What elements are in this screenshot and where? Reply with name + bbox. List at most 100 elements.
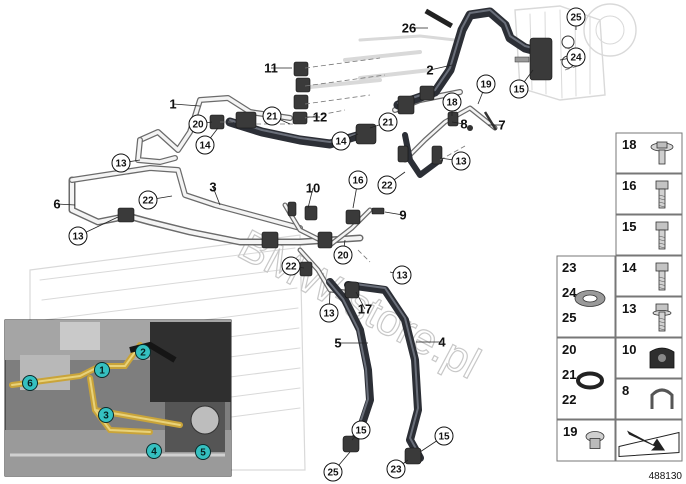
callout-13: 13 bbox=[111, 153, 131, 173]
callout-26: 26 bbox=[402, 21, 416, 36]
callout-circle bbox=[195, 135, 215, 155]
arrow-plate-icon bbox=[618, 430, 680, 458]
callout-number: 22 bbox=[381, 181, 393, 192]
legend-label: 15 bbox=[622, 219, 636, 234]
legend-cell: 15 bbox=[615, 214, 683, 256]
legend-label: 25 bbox=[562, 310, 576, 325]
callout-number: 25 bbox=[327, 468, 339, 479]
torx-bolt-icon bbox=[655, 262, 669, 291]
callout-12: 12 bbox=[313, 110, 327, 125]
callout-14: 14 bbox=[331, 131, 351, 151]
callout-number: 14 bbox=[199, 141, 211, 152]
callout-13: 13 bbox=[319, 303, 339, 323]
inset-marker-3: 3 bbox=[98, 407, 114, 423]
callout-23: 23 bbox=[386, 459, 406, 479]
legend-cell-border bbox=[615, 173, 683, 215]
callout-18: 18 bbox=[442, 92, 462, 112]
leader-line bbox=[212, 186, 221, 206]
leader-line bbox=[429, 64, 453, 71]
inset-marker-4: 4 bbox=[146, 443, 162, 459]
callout-17: 17 bbox=[358, 302, 372, 317]
callout-circle bbox=[68, 226, 88, 246]
o-ring-icon bbox=[576, 371, 604, 390]
callout-3: 3 bbox=[209, 180, 216, 195]
callout-1: 1 bbox=[169, 97, 176, 112]
callout-number: 3 bbox=[209, 180, 216, 195]
legend-label: 24 bbox=[562, 285, 577, 300]
callout-15: 15 bbox=[351, 420, 371, 440]
callout-number: 13 bbox=[323, 309, 335, 320]
callout-circle bbox=[451, 151, 471, 171]
callout-24: 24 bbox=[566, 47, 586, 67]
callout-number: 6 bbox=[53, 197, 60, 212]
callout-number: 21 bbox=[266, 112, 278, 123]
callout-number: 5 bbox=[334, 336, 341, 351]
callout-number: 7 bbox=[498, 118, 505, 133]
callout-2: 2 bbox=[426, 63, 433, 78]
legend-cell: 10 bbox=[615, 337, 683, 379]
inset-markers: 1 2 3 4 5 6 bbox=[22, 344, 211, 460]
callout-number: 12 bbox=[313, 110, 327, 125]
callout-number: 13 bbox=[396, 271, 408, 282]
callout-number: 18 bbox=[446, 98, 458, 109]
legend-cell: 16 bbox=[615, 173, 683, 215]
legend-label: 18 bbox=[622, 137, 636, 152]
callout-circle bbox=[434, 426, 454, 446]
legend-label: 20 bbox=[562, 342, 576, 357]
callout-11: 11 bbox=[264, 61, 278, 76]
callout-number: 20 bbox=[337, 251, 349, 262]
sealing-ring-icon bbox=[574, 290, 606, 307]
callout-22: 22 bbox=[138, 190, 158, 210]
callout-circle bbox=[319, 303, 339, 323]
rubber-bush-icon bbox=[649, 347, 675, 369]
callout-number: 22 bbox=[142, 196, 154, 207]
legend-label: 14 bbox=[622, 260, 637, 275]
inset-marker-number: 3 bbox=[103, 411, 109, 422]
callout-20: 20 bbox=[188, 114, 208, 134]
callout-circle bbox=[566, 7, 586, 27]
legend-cell: 19 bbox=[556, 419, 616, 462]
callout-22: 22 bbox=[281, 256, 301, 276]
legend-cell: 8 bbox=[615, 378, 683, 420]
legend-label: 16 bbox=[622, 178, 636, 193]
inset-marker-number: 1 bbox=[99, 366, 105, 377]
callout-10: 10 bbox=[306, 181, 320, 196]
callout-circle bbox=[281, 256, 301, 276]
callout-number: 21 bbox=[382, 118, 394, 129]
legend-label: 19 bbox=[563, 424, 577, 439]
callout-circle bbox=[348, 170, 368, 190]
callout-8: 8 bbox=[460, 117, 467, 132]
leader-line bbox=[307, 187, 314, 209]
inset-marker-5: 5 bbox=[195, 444, 211, 460]
leader-line bbox=[384, 211, 404, 216]
inset-marker-number: 2 bbox=[140, 348, 146, 359]
callout-16: 16 bbox=[348, 170, 368, 190]
leader-line bbox=[355, 291, 366, 310]
callout-number: 16 bbox=[352, 176, 364, 187]
inset-marker-6: 6 bbox=[22, 375, 38, 391]
legend-cell: 13 bbox=[615, 296, 683, 338]
callout-21: 21 bbox=[378, 112, 398, 132]
callout-circle bbox=[392, 265, 412, 285]
inset-marker-2: 2 bbox=[135, 344, 151, 360]
hex-bolt-icon bbox=[655, 180, 669, 209]
callout-20: 20 bbox=[333, 245, 353, 265]
callout-21: 21 bbox=[262, 106, 282, 126]
callout-4: 4 bbox=[438, 335, 446, 350]
callout-number: 10 bbox=[306, 181, 320, 196]
callout-15: 15 bbox=[509, 79, 529, 99]
legend-label: 23 bbox=[562, 260, 576, 275]
image-number: 488130 bbox=[649, 471, 683, 482]
callout-circle bbox=[377, 175, 397, 195]
callout-number: 24 bbox=[570, 53, 582, 64]
callout-6: 6 bbox=[53, 197, 60, 212]
callout-25: 25 bbox=[323, 462, 343, 482]
callout-13: 13 bbox=[392, 265, 412, 285]
inset-marker-number: 4 bbox=[151, 447, 157, 458]
legend-cell-border bbox=[615, 214, 683, 256]
callout-14: 14 bbox=[195, 135, 215, 155]
